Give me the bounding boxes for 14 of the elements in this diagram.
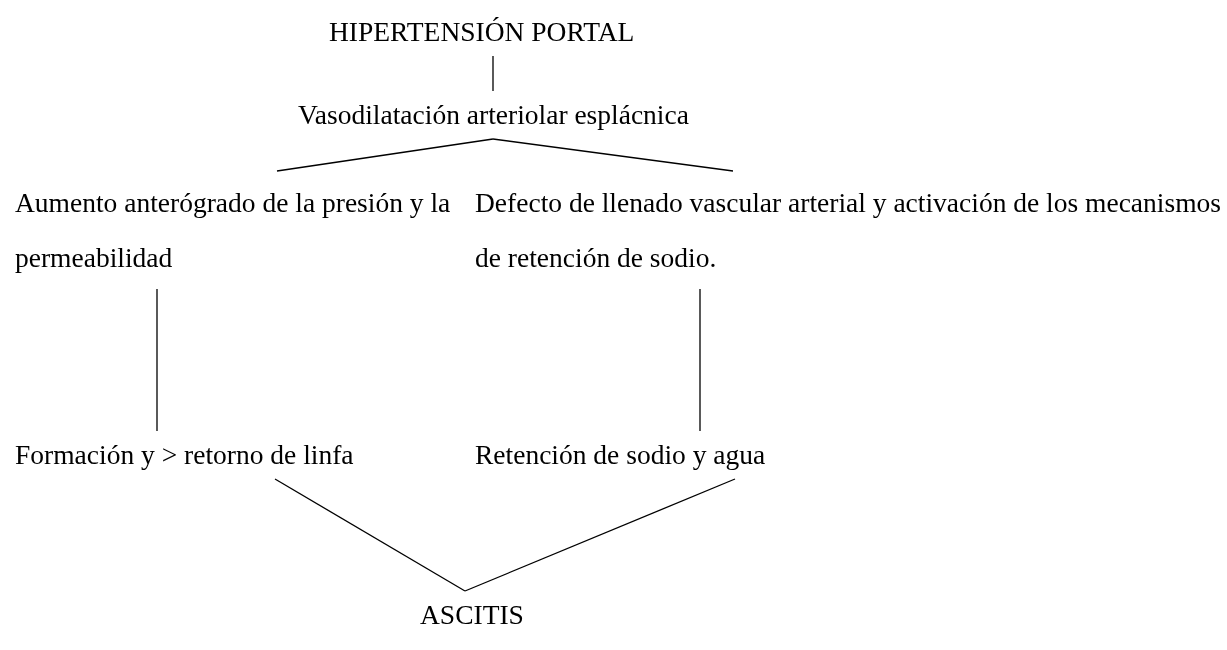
connector-line: [492, 138, 734, 172]
connector-line: [492, 55, 494, 92]
flow-text: Formación y > retorno de linfa: [15, 435, 354, 475]
connector-line: [699, 288, 701, 432]
connector-line: [276, 138, 494, 172]
flow-text: Defecto de llenado vascular arterial y activación de los mecanismos de retención de sodio.: [475, 175, 1225, 285]
flow-text: Aumento anterógrado de la presión y la permeabilidad: [15, 175, 475, 285]
flow-text: ASCITIS: [420, 595, 524, 635]
connector-line: [274, 478, 466, 592]
connector-line: [464, 478, 736, 592]
flow-text: HIPERTENSIÓN PORTAL: [329, 12, 635, 52]
flow-text: Vasodilatación arteriolar esplácnica: [298, 95, 689, 135]
connector-line: [156, 288, 158, 432]
flow-text: Retención de sodio y agua: [475, 435, 766, 475]
